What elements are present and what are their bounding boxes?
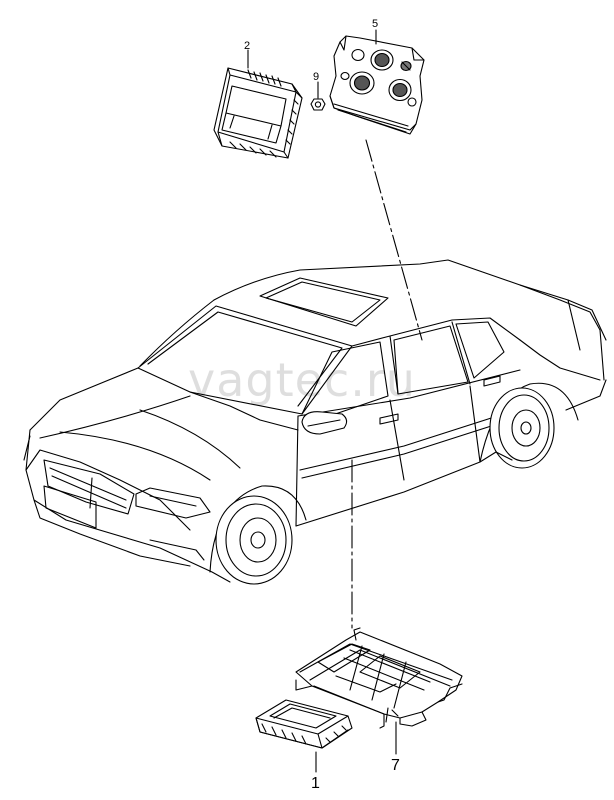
part-1-control-unit: [255, 699, 353, 773]
part-7-bracket: [295, 627, 463, 755]
part-2-control-unit: [213, 49, 303, 159]
callout-7: 7: [391, 757, 400, 774]
watermark: vagtec.ru: [188, 353, 416, 407]
callout-5: 5: [372, 18, 378, 30]
leader-lines: [351, 139, 423, 629]
car-body: [23, 259, 607, 585]
callout-1: 1: [311, 775, 320, 792]
part-9-nut: [310, 81, 326, 111]
callout-2: 2: [244, 40, 250, 52]
part-5-bracket: [329, 29, 425, 135]
callout-9: 9: [313, 71, 319, 83]
